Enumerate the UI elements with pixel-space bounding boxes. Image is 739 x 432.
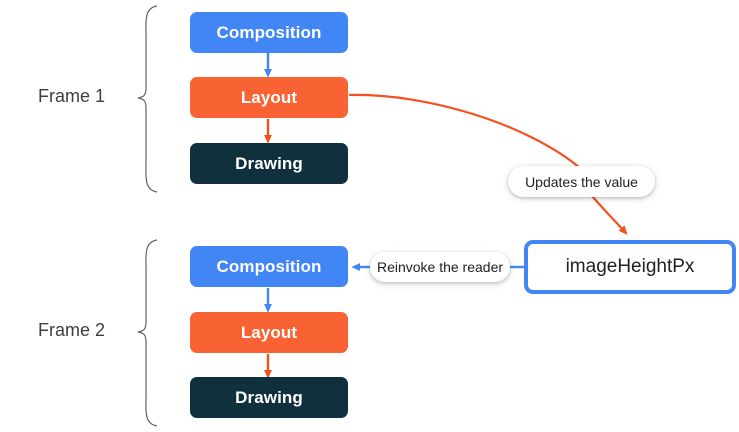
frame-label-1: Frame 1 <box>38 86 106 106</box>
stage-label: Layout <box>240 87 298 107</box>
brace-frame-1 <box>137 5 158 193</box>
curve-updates-pill-to-value-box <box>591 195 628 235</box>
stage-label: Layout <box>240 322 298 342</box>
stage-label: Drawing <box>235 153 303 173</box>
stage-box-drawing-frame-1: Drawing <box>190 143 348 184</box>
annotation-pill-updates-the-value: Updates the value <box>508 166 655 197</box>
annotation-pill-reinvoke-the-reader: Reinvoke the reader <box>370 252 510 282</box>
stage-label: Drawing <box>235 387 303 407</box>
frame-label-2: Frame 2 <box>38 320 106 340</box>
stage-label: Composition <box>216 22 322 42</box>
stage-box-composition-frame-1: Composition <box>190 12 348 53</box>
stage-box-layout-frame-2: Layout <box>190 312 348 353</box>
curve-layout-to-updates-pill <box>348 93 581 169</box>
stage-box-composition-frame-2: Composition <box>190 246 348 287</box>
state-node-image-height-px: imageHeightPx <box>524 240 736 294</box>
stage-label: Composition <box>216 256 322 276</box>
annotation-pill-label: Reinvoke the reader <box>376 259 504 275</box>
annotation-pill-label: Updates the value <box>525 173 638 190</box>
brace-frame-2 <box>137 239 158 427</box>
stage-box-drawing-frame-2: Drawing <box>190 377 348 418</box>
stage-box-layout-frame-1: Layout <box>190 77 348 118</box>
state-node-label: imageHeightPx <box>565 256 695 277</box>
